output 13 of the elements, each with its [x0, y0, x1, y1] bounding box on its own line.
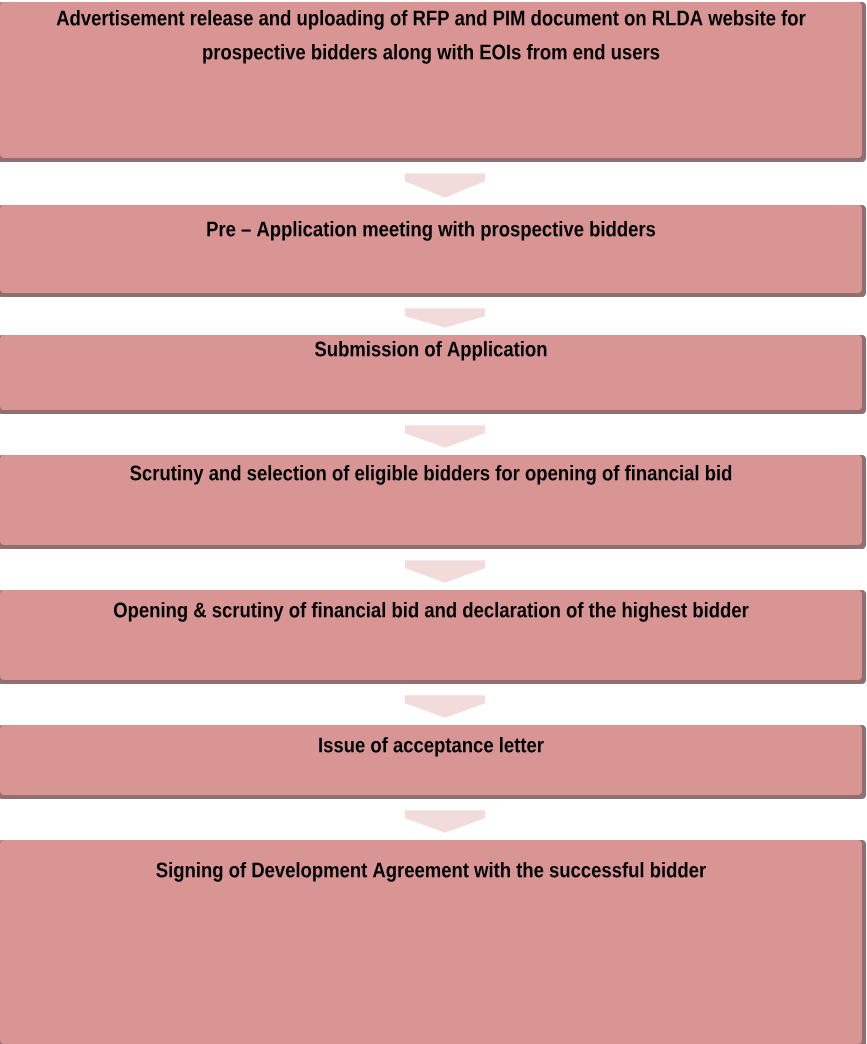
chevron-arrow	[405, 810, 485, 833]
step-box: Pre – Application meeting with prospective bidders	[0, 205, 866, 297]
chevron-arrow	[405, 173, 485, 198]
step-box: Submission of Application	[0, 335, 866, 414]
chevron-arrow	[405, 425, 485, 448]
step-box: Issue of acceptance letter	[0, 725, 866, 799]
chevron-arrow	[405, 695, 485, 718]
chevron-arrow	[405, 308, 485, 328]
chevron-arrow	[405, 560, 485, 583]
step-box: Signing of Development Agreement with the successful bidder	[0, 840, 866, 1044]
step-box: Advertisement release and uploading of RFP and PIM document on RLDA website for prospective bidders along with EOIs from end users	[0, 2, 866, 162]
step-box: Opening & scrutiny of financial bid and declaration of the highest bidder	[0, 590, 866, 684]
step-box: Scrutiny and selection of eligible bidders for opening of financial bid	[0, 455, 866, 549]
